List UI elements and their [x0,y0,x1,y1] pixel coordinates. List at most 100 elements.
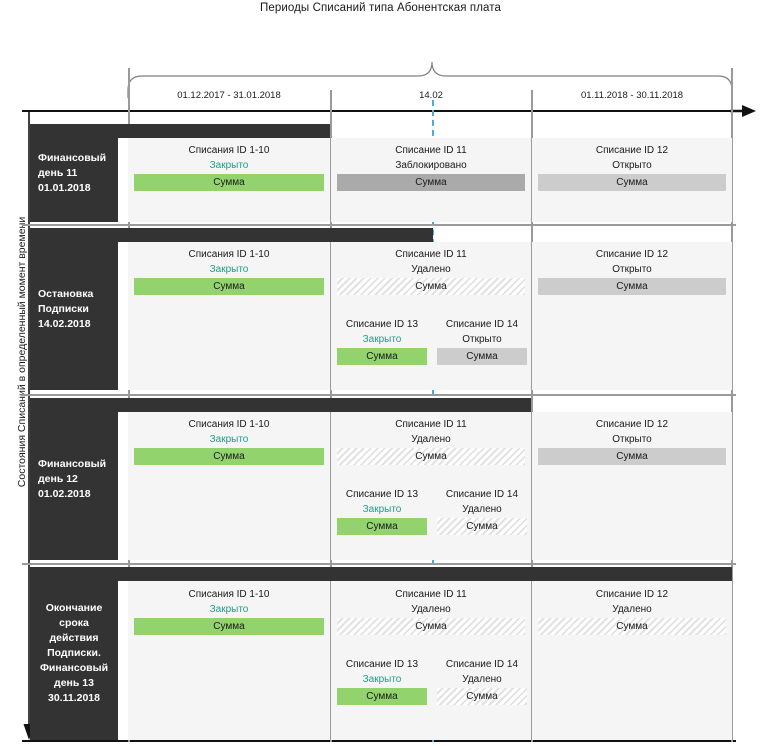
row-2-state-label: Остановка Подписки 14.02.2018 [38,287,94,330]
charge-status-label: Заблокировано [395,160,467,171]
row-2-col-2-card-1[interactable]: Списание ID 11 Удалено Сумма [337,248,525,295]
row-2-panel-col3 [532,242,732,390]
row-4-panel-col1 [128,581,330,740]
bottom-axis-line [22,740,736,742]
charge-status-label: Удалено [411,434,451,445]
charge-status-label: Закрыто [209,264,249,275]
charge-status-label: Открыто [612,264,652,275]
column-separator-4 [731,68,733,742]
time-axis-arrow-icon [730,105,756,117]
charge-id-label: Списание ID 14 [445,319,519,330]
charge-sum-bar: Сумма [437,348,527,365]
period-header-3: 01.11.2018 - 30.11.2018 [580,90,684,101]
row-4-state-cell: Окончание срока действия Подписки. Финан… [30,567,118,740]
charge-sum-bar: Сумма [134,618,324,635]
row-3-col-2-card-3[interactable]: Списание ID 14 Удалено Сумма [437,488,527,535]
charge-id-label: Списания ID 1-10 [188,249,270,260]
row-4-col-1-card-1[interactable]: Списания ID 1-10 Закрыто Сумма [134,588,324,635]
charge-id-label: Списания ID 1-10 [188,145,270,156]
charge-status-label: Удалено [411,264,451,275]
row-2-col-2-card-3[interactable]: Списание ID 14 Открыто Сумма [437,318,527,365]
row-separator-1 [22,224,736,226]
charge-status-label: Открыто [612,160,652,171]
charge-status-label: Открыто [462,334,502,345]
charge-sum-bar: Сумма [134,278,324,295]
row-3-panel-col1 [128,412,330,560]
charge-id-label: Списания ID 1-10 [188,419,270,430]
row-separator-3 [22,563,736,565]
charge-status-label: Удалено [411,604,451,615]
charge-id-label: Списание ID 11 [395,249,467,260]
charge-sum-bar: Сумма [337,618,525,635]
charge-sum-bar: Сумма [437,688,527,705]
row-3-top-bar [30,398,531,412]
charge-id-label: Списание ID 13 [345,319,419,330]
row-4-col-3-card-1[interactable]: Списание ID 12 Удалено Сумма [538,588,726,635]
diagram-title: Периоды Списаний типа Абонентская плата [259,2,502,14]
charge-sum-bar: Сумма [337,448,525,465]
charge-status-label: Удалено [612,604,652,615]
charge-id-label: Списания ID 1-10 [188,589,270,600]
charge-id-label: Списание ID 12 [595,589,669,600]
row-1-col-1-card-1[interactable]: Списания ID 1-10 Закрыто Сумма [134,144,324,191]
charge-status-label: Закрыто [209,604,249,615]
row-4-col-2-card-3[interactable]: Списание ID 14 Удалено Сумма [437,658,527,705]
row-1-col-3-card-1[interactable]: Списание ID 12 Открыто Сумма [538,144,726,191]
period-header-2: 14.02 [419,90,443,101]
column-separator-2 [330,90,332,742]
charge-status-label: Закрыто [362,334,402,345]
charge-status-label: Закрыто [209,434,249,445]
period-header-1: 01.12.2017 - 31.01.2018 [177,90,281,101]
charge-sum-bar: Сумма [337,518,427,535]
charge-sum-bar: Сумма [337,348,427,365]
row-4-state-label: Окончание срока действия Подписки. Финан… [39,602,109,704]
charge-sum-bar: Сумма [337,688,427,705]
charge-sum-bar: Сумма [538,278,726,295]
row-3-col-2-card-2[interactable]: Списание ID 13 Закрыто Сумма [337,488,427,535]
row-2-col-3-card-1[interactable]: Списание ID 12 Открыто Сумма [538,248,726,295]
charge-sum-bar: Сумма [538,618,726,635]
charge-status-label: Удалено [462,674,502,685]
row-3-col-3-card-1[interactable]: Списание ID 12 Открыто Сумма [538,418,726,465]
charge-id-label: Списание ID 11 [395,419,467,430]
charge-sum-bar: Сумма [437,518,527,535]
charge-status-label: Закрыто [362,504,402,515]
charge-status-label: Закрыто [362,674,402,685]
column-separator-3 [531,90,533,742]
charge-id-label: Списание ID 12 [595,419,669,430]
row-3-state-cell: Финансовый день 12 01.02.2018 [30,398,118,560]
row-3-col-1-card-1[interactable]: Списания ID 1-10 Закрыто Сумма [134,418,324,465]
charge-sum-bar: Сумма [337,174,525,191]
charge-id-label: Списание ID 12 [595,249,669,260]
row-1-state-cell: Финансовый день 11 01.01.2018 [30,124,118,222]
charge-status-label: Открыто [612,434,652,445]
row-4-panel-col2 [331,581,531,740]
row-2-col-1-card-1[interactable]: Списания ID 1-10 Закрыто Сумма [134,248,324,295]
row-4-panel-col3 [532,581,732,740]
row-2-panel-col2 [331,242,531,390]
row-2-state-cell: Остановка Подписки 14.02.2018 [30,228,118,390]
row-1-col-2-card-1[interactable]: Списание ID 11 Заблокировано Сумма [337,144,525,191]
charge-sum-bar: Сумма [134,448,324,465]
row-2-col-2-card-2[interactable]: Списание ID 13 Закрыто Сумма [337,318,427,365]
row-1-state-label: Финансовый день 11 01.01.2018 [38,151,107,194]
row-separator-2 [22,394,736,396]
row-4-col-2-card-2[interactable]: Списание ID 13 Закрыто Сумма [337,658,427,705]
charge-sum-bar: Сумма [538,448,726,465]
row-3-panel-col2 [331,412,531,560]
charge-id-label: Списание ID 13 [345,659,419,670]
charge-sum-bar: Сумма [337,278,525,295]
row-4-top-bar [30,567,732,581]
row-3-state-label: Финансовый день 12 01.02.2018 [38,457,107,500]
charge-id-label: Списание ID 13 [345,489,419,500]
row-4-col-2-card-1[interactable]: Списание ID 11 Удалено Сумма [337,588,525,635]
row-3-col-2-card-1[interactable]: Списание ID 11 Удалено Сумма [337,418,525,465]
period-brace-icon [127,61,733,98]
charge-sum-bar: Сумма [134,174,324,191]
row-2-panel-col1 [128,242,330,390]
charge-id-label: Списание ID 11 [395,145,467,156]
charge-status-label: Закрыто [209,160,249,171]
row-3-panel-col3 [532,412,732,560]
charge-id-label: Списание ID 14 [445,659,519,670]
